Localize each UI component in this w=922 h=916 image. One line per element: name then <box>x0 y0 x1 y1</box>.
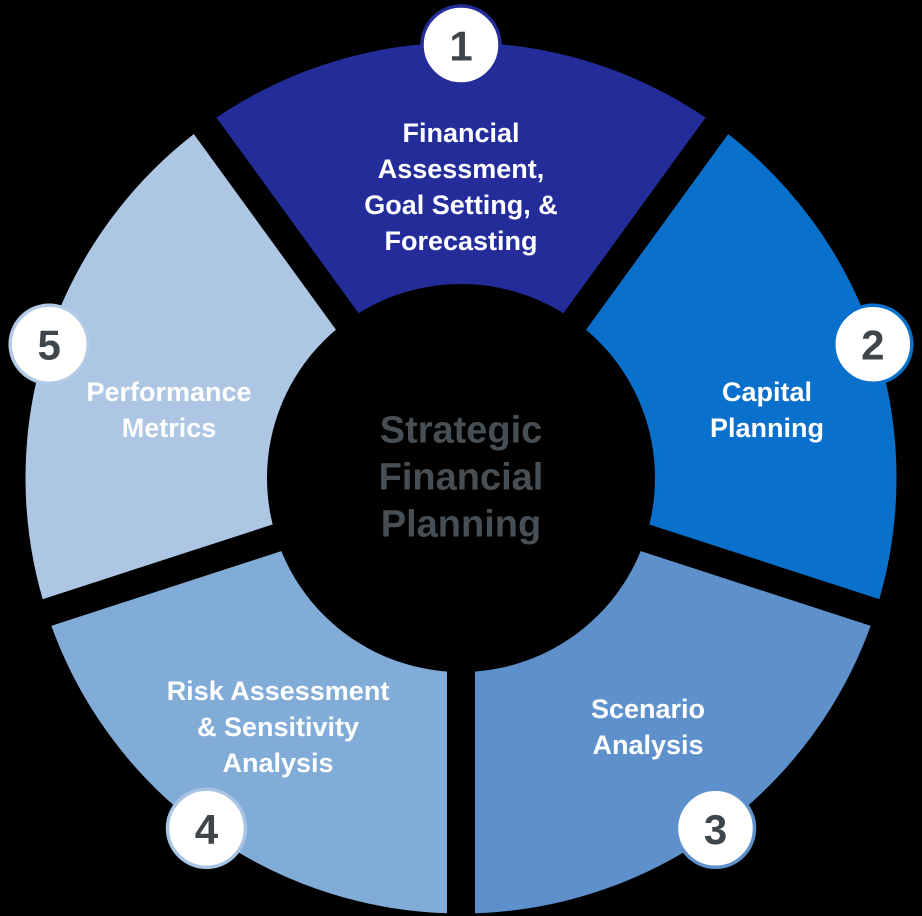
badge-2-number: 2 <box>861 322 884 369</box>
badge-1-circle <box>420 4 502 86</box>
badge-5-circle <box>8 303 90 385</box>
badge-1-number: 1 <box>449 23 472 70</box>
badge-5-number: 5 <box>38 322 61 369</box>
badge-2-circle <box>832 303 914 385</box>
badge-3-number: 3 <box>704 806 727 853</box>
badge-3-circle <box>674 787 757 870</box>
badge-4-circle <box>165 787 248 870</box>
badge-4-number: 4 <box>195 806 219 853</box>
center-hole <box>267 284 655 672</box>
